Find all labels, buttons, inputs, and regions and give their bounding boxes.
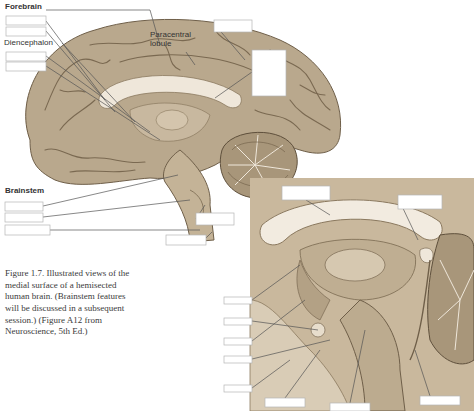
blank-label-box: [265, 398, 305, 407]
leader-line: [46, 66, 160, 140]
cerebrum: [60, 100, 95, 130]
leader-line: [43, 175, 178, 206]
blank-label-box: [166, 235, 206, 245]
inset-view: [428, 234, 474, 364]
cerebrum: [300, 85, 325, 95]
blank-label-box: [6, 16, 46, 25]
cerebellum: [232, 142, 285, 152]
cerebellum: [235, 145, 255, 165]
leader-line: [306, 200, 330, 215]
structure-label: Paracentral lobule: [150, 30, 202, 48]
blank-label-box: [5, 16, 286, 245]
inset-view: [438, 260, 474, 350]
blank-label-box: [224, 338, 252, 345]
blank-label-box: [282, 186, 330, 200]
leader-line: [252, 321, 318, 330]
leader-line: [62, 43, 135, 122]
inset-view: [420, 248, 433, 263]
inset-view: [460, 270, 474, 300]
blank-label-box: [398, 195, 442, 209]
blank-label-box: [196, 213, 234, 225]
blank-label-box: [224, 385, 252, 392]
leader-line: [252, 340, 330, 359]
inset-view: [438, 300, 460, 320]
inset-view: [297, 260, 330, 320]
cerebrum: [60, 90, 85, 92]
cerebrum: [215, 30, 250, 55]
leader-line: [43, 10, 252, 239]
blank-label-box: [6, 62, 46, 71]
inset-view: [250, 300, 350, 411]
blank-label-box: [224, 318, 252, 325]
leader-line: [50, 230, 200, 231]
cerebrum: [156, 110, 188, 130]
leader-line: [252, 300, 305, 341]
cerebrum: [90, 38, 195, 45]
brainstem: [163, 150, 214, 242]
region-label: Forebrain: [5, 2, 42, 11]
leader-line: [252, 200, 430, 403]
figure-caption: Figure 1.7. Illustrated views of the med…: [5, 268, 135, 338]
leader-line: [186, 52, 195, 65]
brainstem: [190, 190, 203, 215]
leader-line: [215, 72, 252, 98]
cerebrum: [165, 45, 180, 70]
blank-label-box: [5, 225, 50, 235]
leader-line: [46, 56, 150, 132]
leader-line: [46, 21, 105, 100]
cerebellum: [255, 145, 283, 165]
blank-label-box: [6, 52, 46, 61]
inset-view: [340, 300, 405, 411]
blank-label-box: [214, 20, 252, 32]
blank-label-box: [252, 50, 286, 96]
blank-label-box: [224, 297, 252, 304]
leader-line: [252, 360, 290, 388]
blank-label-box: [5, 213, 43, 222]
blank-label-box: [5, 202, 43, 211]
blank-label-box: [330, 403, 370, 411]
inset-view: [410, 260, 430, 360]
inset-view: [455, 300, 460, 350]
leader-line: [46, 31, 115, 112]
region-label: Brainstem: [5, 186, 44, 195]
leader-line: [415, 350, 430, 396]
cerebellum: [255, 135, 258, 165]
cerebrum: [255, 110, 300, 130]
leader-line: [252, 265, 300, 300]
inset-view: [325, 249, 385, 281]
blank-label-box: [224, 186, 460, 411]
cerebrum: [130, 103, 210, 141]
inset-view: [224, 178, 474, 411]
brainstem: [163, 150, 214, 242]
leader-line: [285, 350, 320, 398]
leader-line: [46, 10, 160, 45]
cerebellum: [255, 165, 290, 170]
region-label: Diencephalon: [4, 38, 53, 47]
leader-line: [43, 200, 190, 217]
blank-label-box: [420, 396, 460, 405]
cerebrum: [120, 55, 270, 80]
cerebrum: [70, 170, 135, 172]
leader-line: [350, 330, 365, 403]
blank-label-box: [224, 356, 252, 363]
inset-view: [440, 260, 460, 300]
inset-view: [250, 178, 474, 411]
cerebellum: [228, 165, 255, 166]
blank-label-box: [6, 27, 46, 36]
cerebrum: [45, 149, 145, 163]
